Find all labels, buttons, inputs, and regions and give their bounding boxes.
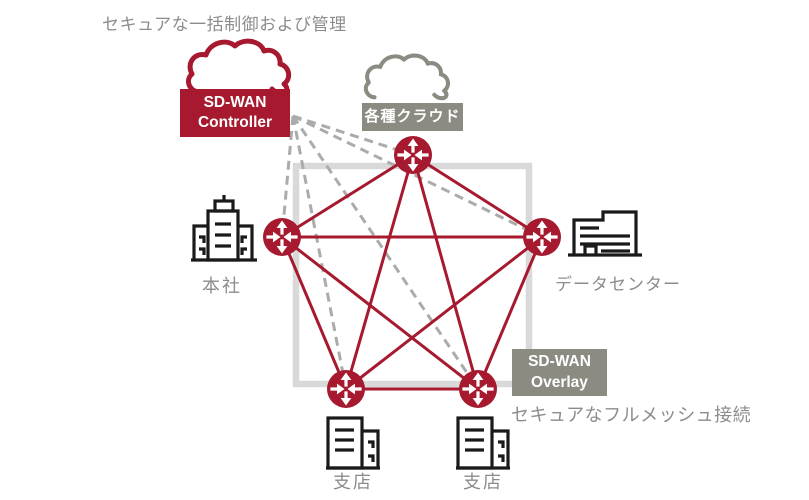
headquarters-caption: 本社: [202, 276, 242, 296]
sdwan-controller-label: SD-WAN Controller: [180, 89, 290, 137]
router-icon-hq: [263, 218, 301, 256]
router-icon-cloud: [394, 136, 432, 174]
branch-building-icon: [324, 416, 382, 470]
branch1-caption: 支店: [333, 472, 373, 492]
datacenter-building-icon: [568, 210, 642, 257]
diagram-title: セキュアな一括制御および管理: [102, 15, 347, 34]
router-icon-branch1: [327, 370, 365, 408]
datacenter-caption: データセンター: [555, 275, 681, 294]
sdwan-overlay-label: SD-WAN Overlay: [512, 349, 607, 396]
branch2-caption: 支店: [463, 472, 503, 492]
controller-cloud-icon: [188, 41, 288, 93]
router-icon-branch2: [459, 370, 497, 408]
branch-building-icon: [454, 416, 512, 470]
headquarters-building-icon: [191, 195, 257, 262]
public-cloud-label: 各種クラウド: [362, 103, 463, 131]
public-cloud-icon: [366, 56, 448, 99]
router-icon-datacenter: [523, 218, 561, 256]
full-mesh-caption: セキュアなフルメッシュ接続: [511, 405, 752, 425]
mesh-links: [280, 153, 544, 391]
